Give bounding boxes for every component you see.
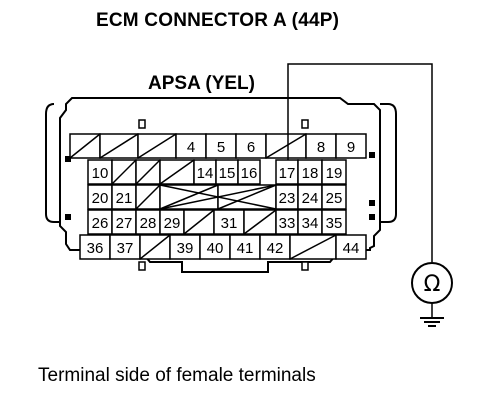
terminal-cell [335, 234, 367, 260]
terminal-cell [259, 234, 291, 260]
terminal-cell [305, 133, 337, 159]
terminal-number: 40 [207, 240, 224, 257]
key-notch [301, 261, 309, 271]
empty-terminal-slash [99, 133, 139, 159]
lock-tab [369, 152, 375, 158]
terminal-number: 8 [317, 139, 325, 156]
connector-outer-shell [45, 103, 60, 223]
terminal-number: 4 [187, 139, 195, 156]
terminal-number: 17 [279, 165, 296, 182]
terminal-number: 23 [279, 190, 296, 207]
terminal-number: 16 [241, 165, 258, 182]
key-notch [301, 119, 309, 129]
terminal-number: 18 [302, 165, 319, 182]
terminal-cell [297, 159, 323, 185]
terminal-cell [335, 133, 367, 159]
terminal-number: 42 [267, 240, 284, 257]
terminal-cell [87, 159, 113, 185]
terminal-number: 41 [237, 240, 254, 257]
terminal-number: 39 [177, 240, 194, 257]
empty-terminal-slash [243, 209, 277, 235]
terminal-number: 6 [247, 139, 255, 156]
lock-tab [65, 214, 71, 220]
probe-wire [287, 63, 433, 262]
diagram-title: ECM CONNECTOR A (44P) [96, 10, 340, 31]
terminal-cell [87, 209, 113, 235]
terminal-number: 36 [87, 240, 104, 257]
terminal-number: 25 [326, 190, 343, 207]
terminal-number: 28 [140, 215, 157, 232]
lock-tab [369, 200, 375, 206]
terminal-number: 44 [343, 240, 360, 257]
key-notch [138, 261, 146, 271]
terminal-number: 35 [326, 215, 343, 232]
empty-terminal-slash [111, 159, 137, 185]
terminal-cell [235, 133, 267, 159]
empty-terminal-slash [217, 184, 277, 210]
terminal-cell [109, 234, 141, 260]
key-notch [138, 119, 146, 129]
empty-terminal-slash [137, 133, 177, 159]
empty-terminal-slash [139, 234, 171, 260]
empty-terminal-slash [135, 159, 161, 185]
terminal-cell [175, 133, 207, 159]
terminal-number: 26 [92, 215, 109, 232]
terminal-number: 24 [302, 190, 319, 207]
terminal-number: 9 [347, 139, 355, 156]
terminal-cell [135, 209, 161, 235]
terminal-number: 21 [116, 190, 133, 207]
terminal-cell [237, 159, 261, 185]
lock-tab [65, 156, 71, 162]
terminal-cell [87, 184, 113, 210]
terminal-number: 37 [117, 240, 134, 257]
terminal-number: 33 [279, 215, 296, 232]
terminal-number: 20 [92, 190, 109, 207]
terminal-number: 19 [326, 165, 343, 182]
terminal-number: 14 [197, 165, 214, 182]
empty-terminal-slash [159, 184, 219, 210]
terminal-number: 34 [302, 215, 319, 232]
empty-terminal-slash [69, 133, 101, 159]
signal-label: APSA (YEL) [148, 73, 255, 94]
terminal-cell [321, 159, 347, 185]
empty-terminal-slash [159, 159, 195, 185]
terminal-number: 5 [217, 139, 225, 156]
terminal-number: 29 [164, 215, 181, 232]
terminal-cell [321, 184, 347, 210]
empty-terminal-slash [135, 184, 161, 210]
terminal-number: 27 [116, 215, 133, 232]
empty-terminal-slash [183, 209, 215, 235]
ohm-symbol: Ω [424, 272, 441, 297]
lock-tab [369, 214, 375, 220]
terminal-grid: 4 5 6 8 9 10 14 15 16 17 18 19 20 21 23 24 25 26 27 28 29 31 3… [69, 133, 367, 260]
caption: Terminal side of female terminals [38, 365, 316, 386]
ground-icon [420, 317, 444, 327]
empty-terminal-slash [265, 133, 307, 159]
empty-terminal-slash [289, 234, 337, 260]
terminal-cell [321, 209, 347, 235]
blocked-area-cross [159, 184, 277, 210]
terminal-number: 10 [92, 165, 109, 182]
terminal-number: 15 [219, 165, 236, 182]
terminal-number: 31 [221, 215, 238, 232]
connector-outer-shell-right [380, 103, 397, 223]
connector-housing [59, 97, 381, 273]
